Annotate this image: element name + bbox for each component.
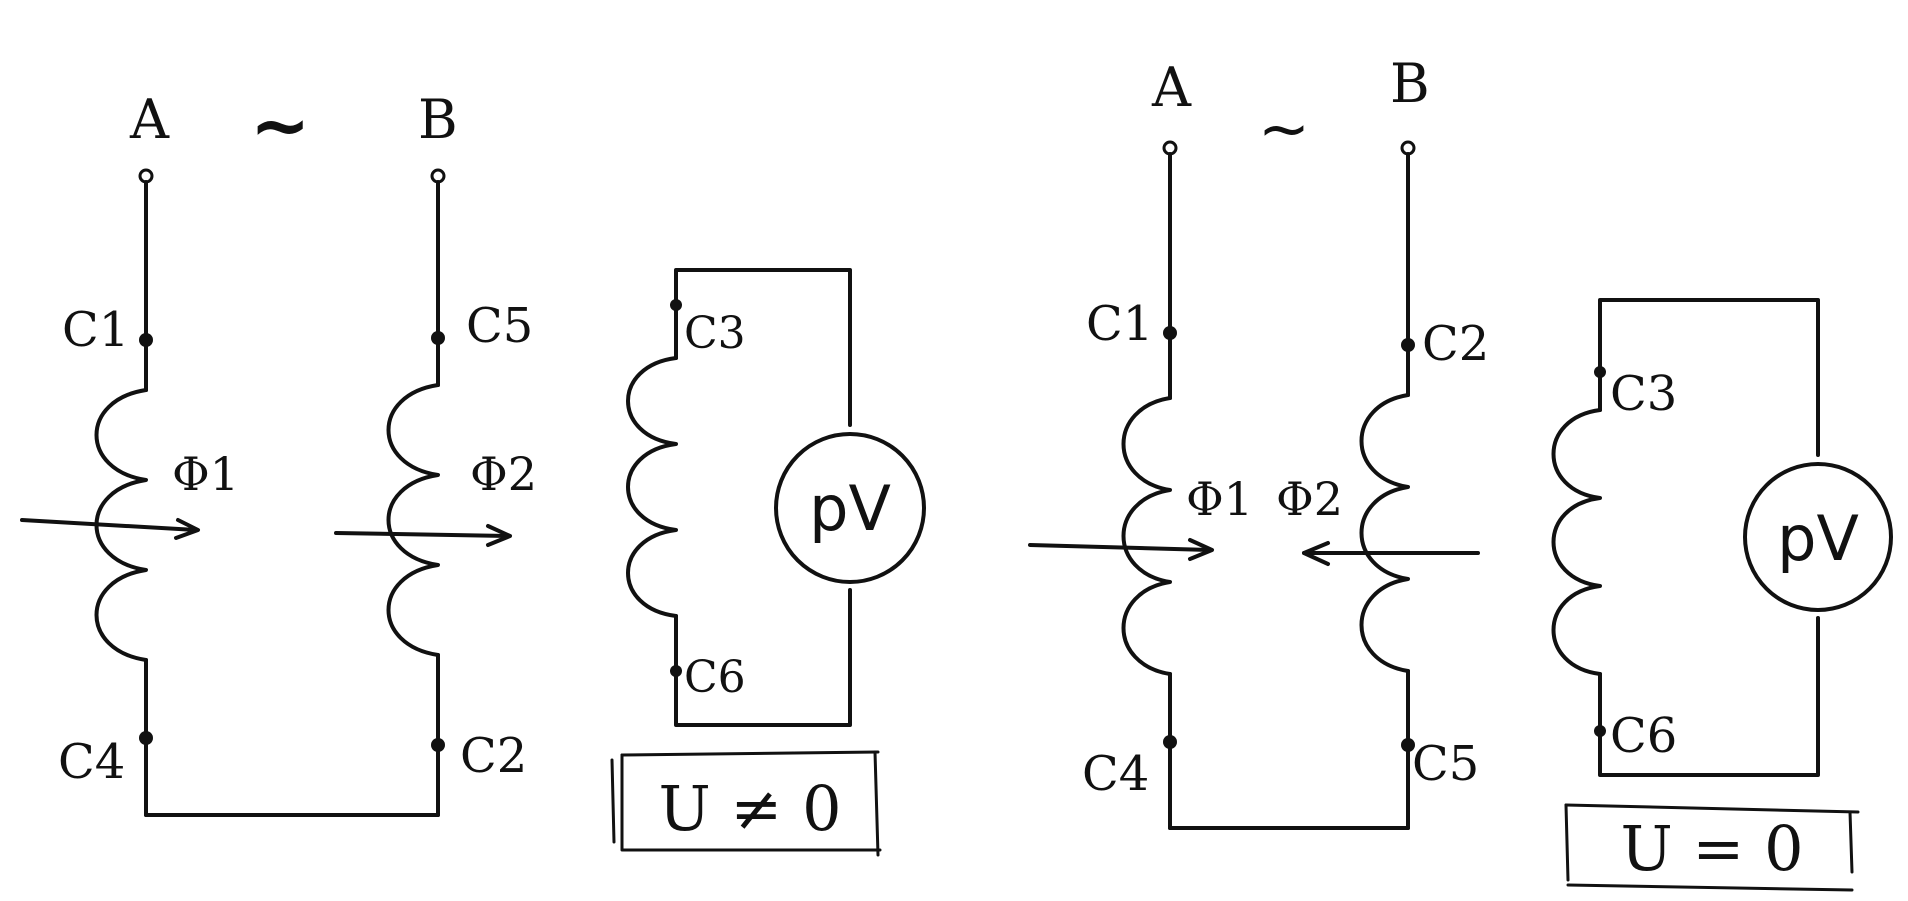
- right-dot-c2: [1401, 338, 1415, 352]
- right-label-b: B: [1390, 52, 1430, 115]
- left-label-c5: C5: [466, 298, 533, 354]
- left-label-c6: C6: [684, 652, 746, 703]
- right-flux-1-arrow: [1028, 538, 1214, 561]
- right-terminal-dots: [1163, 326, 1606, 752]
- left-dot-c1: [139, 333, 153, 347]
- right-dot-c3: [1594, 366, 1606, 378]
- right-circuit: [1028, 140, 1893, 892]
- left-label-c4: C4: [58, 734, 125, 790]
- right-result-frame: [1564, 803, 1860, 892]
- right-label-c1: C1: [1086, 296, 1153, 352]
- right-label-c5: C5: [1412, 736, 1479, 792]
- right-dot-c6: [1594, 725, 1606, 737]
- left-label-flux-2: Φ2: [470, 447, 537, 501]
- left-coil-3: [626, 356, 678, 618]
- left-voltmeter: [774, 432, 926, 584]
- right-label-c2: C2: [1422, 316, 1489, 372]
- left-flux-1-arrow: [20, 518, 200, 540]
- left-dot-c4: [139, 731, 153, 745]
- right-meter-loop-top: [1598, 298, 1820, 457]
- left-label-flux-1: Φ1: [172, 447, 239, 501]
- right-dot-c1: [1163, 326, 1177, 340]
- right-coil-3: [1551, 408, 1602, 676]
- right-winding-3: [1551, 298, 1893, 777]
- left-voltmeter-label: pV: [809, 472, 891, 545]
- right-voltmeter: [1743, 462, 1893, 612]
- left-meter-loop-top: [674, 268, 852, 427]
- left-winding-2: [386, 168, 446, 817]
- left-flux-2-arrow: [334, 524, 512, 547]
- left-dot-c6: [670, 665, 682, 677]
- left-dot-c3: [670, 299, 682, 311]
- left-coil-2: [386, 383, 440, 657]
- left-label-c2: C2: [460, 728, 527, 784]
- right-voltmeter-label: pV: [1777, 502, 1859, 575]
- right-winding-1: [1121, 140, 1178, 830]
- left-label-b: B: [418, 88, 458, 151]
- right-label-c4: C4: [1082, 746, 1149, 802]
- right-coil-1: [1121, 396, 1172, 676]
- left-ac-symbol-icon: ~: [250, 83, 310, 167]
- right-label-flux-2: Φ2: [1276, 472, 1343, 526]
- right-flux-2-arrow: [1302, 541, 1480, 566]
- right-meter-loop-bottom: [1598, 616, 1820, 777]
- right-result-text: U = 0: [1620, 812, 1803, 885]
- left-winding-1: [94, 168, 154, 817]
- left-terminal-dots: [139, 299, 682, 752]
- left-label-c1: C1: [62, 302, 129, 358]
- right-ac-symbol-icon: ~: [1258, 92, 1310, 165]
- right-label-flux-1: Φ1: [1186, 472, 1253, 526]
- right-winding-2: [1359, 140, 1416, 830]
- right-label-c6: C6: [1610, 708, 1677, 764]
- right-label-c3: C3: [1610, 366, 1677, 422]
- right-dot-c4: [1163, 735, 1177, 749]
- left-result-frame: [610, 750, 882, 857]
- left-result-text: U ≠ 0: [658, 772, 841, 845]
- left-dot-c5: [431, 331, 445, 345]
- left-label-a: A: [129, 88, 170, 151]
- right-coil-2: [1359, 393, 1410, 673]
- left-dot-c2: [431, 738, 445, 752]
- right-dot-c5: [1401, 738, 1415, 752]
- left-label-c3: C3: [684, 308, 746, 359]
- right-label-a: A: [1151, 56, 1192, 119]
